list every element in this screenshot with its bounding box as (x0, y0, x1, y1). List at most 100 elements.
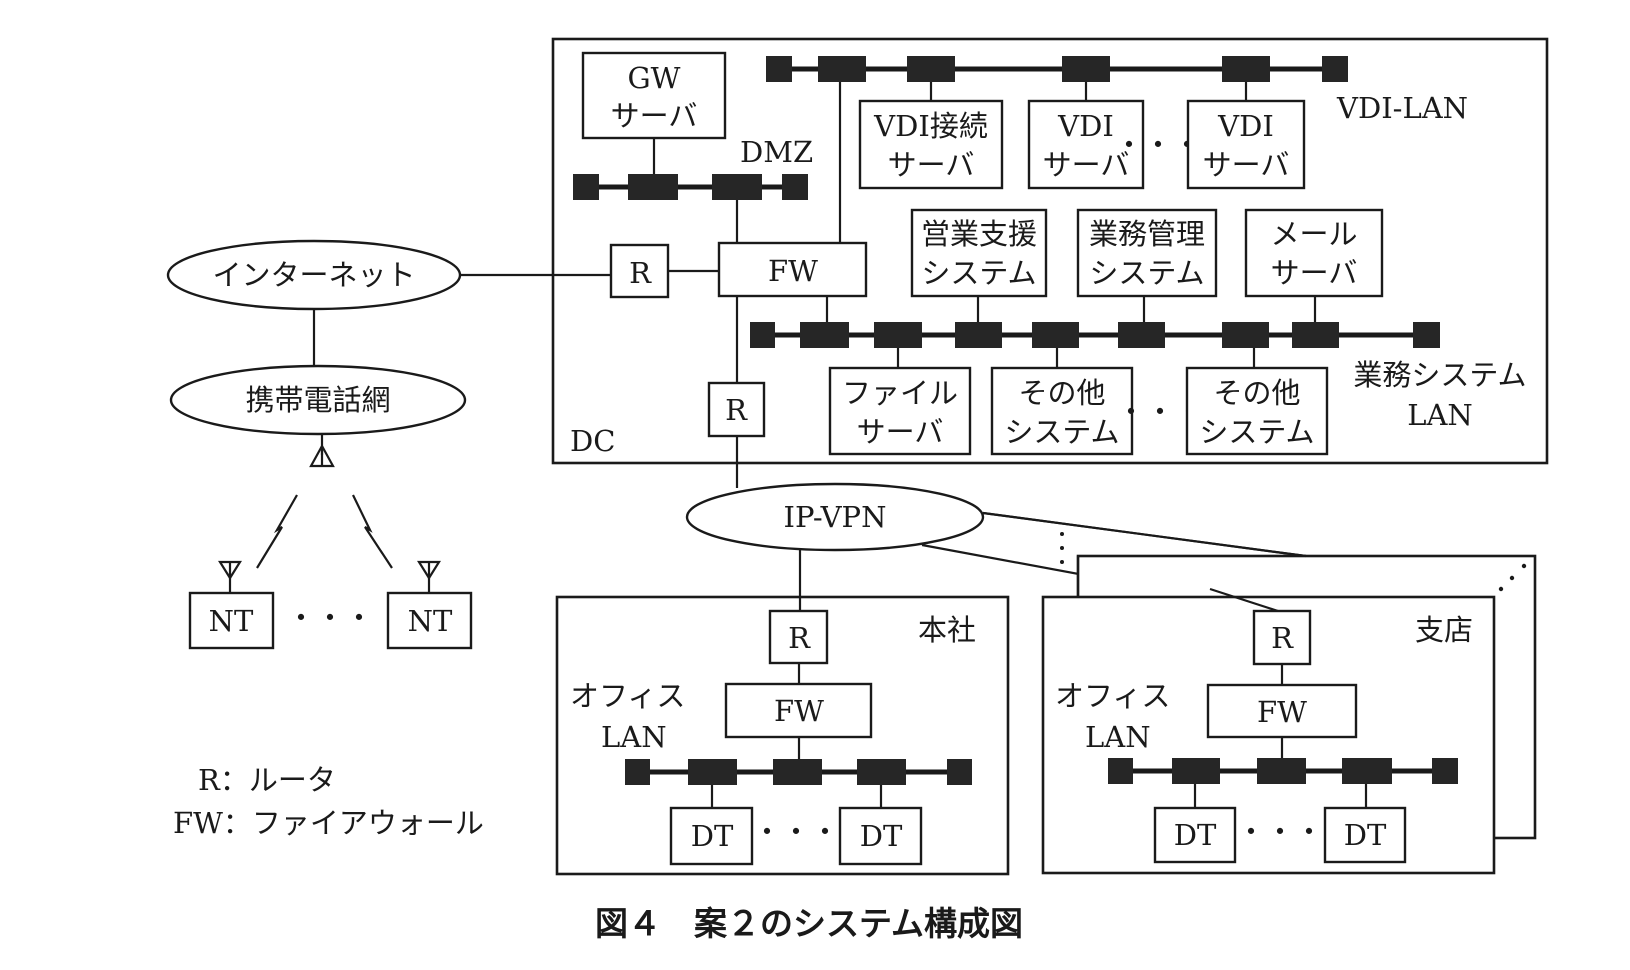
nt-1-label: NT (209, 604, 254, 638)
vdi-server-1-label-1: VDI (1057, 109, 1114, 143)
vdi-server-box (1027, 99, 1145, 190)
branch-label: 支店 (1415, 613, 1473, 647)
branch-port (1342, 758, 1392, 784)
hq-firewall-label: FW (774, 694, 824, 728)
nt-antenna-icon (218, 560, 242, 593)
mail-server-label-2: サーバ (1271, 256, 1358, 290)
more-branches-dot (1060, 560, 1064, 564)
branch-dt-box (1153, 806, 1237, 864)
figure-caption: 図４ 案２のシステム構成図 (595, 904, 1023, 943)
branch-dt-ellipsis: ・・・ (1236, 815, 1323, 849)
nt-antenna-icon (417, 560, 441, 593)
mail-server-label-1: メール (1270, 217, 1357, 251)
biz-terminator-right (1413, 322, 1440, 348)
dc-label: DC (570, 424, 615, 458)
dc-router-label: R (629, 256, 652, 290)
branch-office-lan-label-1: オフィス (1055, 679, 1170, 713)
vdi-server-2-label-2: サーバ (1203, 148, 1290, 182)
internet-cloud (166, 239, 462, 311)
dc-router-lower-box (707, 381, 766, 438)
hq-firewall-box (724, 682, 873, 739)
branch-firewall-label: FW (1257, 695, 1307, 729)
mobile-network-label: 携帯電話網 (245, 383, 390, 417)
mail-server-box (1244, 208, 1384, 298)
vdi-server-box (1186, 99, 1306, 190)
dc-firewall-box (717, 241, 868, 298)
hq-terminator-right (947, 759, 972, 785)
dc-firewall-label: FW (768, 254, 818, 288)
branch-terminator-right (1432, 758, 1458, 784)
branch-firewall-box (1206, 683, 1358, 739)
dmz-port (712, 174, 762, 200)
base-station-antenna-icon (309, 434, 335, 468)
vdi-connect-server-box (858, 99, 1004, 190)
vdi-terminator-right (1322, 56, 1348, 82)
dmz-label: DMZ (740, 135, 813, 169)
vdi-connect-server-label-2: サーバ (888, 148, 975, 182)
biz-lan-label-2: LAN (1407, 398, 1473, 432)
vdi-terminator-left (766, 56, 792, 82)
gw-server-box (581, 51, 727, 140)
hq-label: 本社 (918, 613, 976, 647)
file-server-box (828, 366, 972, 456)
other-system-2-label-2: システム (1199, 415, 1314, 449)
biz-port (1118, 322, 1165, 348)
hq-office-lan-label-2: LAN (601, 720, 667, 754)
branch-dt-box (1323, 806, 1407, 864)
biz-port (1292, 322, 1339, 348)
gw-server-label-2: サーバ (611, 99, 698, 133)
biz-mgmt-system-box (1076, 208, 1218, 298)
other-system-box (990, 366, 1134, 456)
branch-dt-1-label: DT (1174, 818, 1217, 852)
more-branches-dot (1509, 575, 1515, 581)
hq-router-label: R (788, 621, 811, 655)
hq-dt-2-label: DT (860, 819, 903, 853)
internet-label: インターネット (212, 258, 415, 292)
file-server-label-2: サーバ (857, 415, 944, 449)
hq-port (688, 759, 737, 785)
other-system-1-label-2: システム (1004, 415, 1119, 449)
dc-router-lower-label: R (725, 393, 748, 427)
gw-server-label-1: GW (628, 61, 681, 95)
vdi-server-1-label-2: サーバ (1043, 148, 1130, 182)
biz-port (1222, 322, 1269, 348)
nt-terminal-box (188, 591, 275, 650)
vdi-server-2-label-1: VDI (1217, 109, 1274, 143)
hq-dt-1-label: DT (691, 819, 734, 853)
ipvpn-branch-link-overlay (982, 511, 1307, 558)
ipvpn-cloud (685, 482, 985, 552)
biz-lan-label-1: 業務システム (1353, 358, 1526, 392)
biz-port (800, 322, 849, 348)
hq-dt-ellipsis: ・・・ (752, 815, 839, 849)
vdi-port (818, 56, 866, 82)
branch-port (1257, 758, 1306, 784)
branch-router-label: R (1271, 621, 1294, 655)
more-branches-dot (1060, 546, 1064, 550)
more-branches-dot (1060, 532, 1064, 536)
more-branches-dot (1521, 563, 1527, 569)
branch-office-lan-label-2: LAN (1085, 720, 1151, 754)
sales-system-box (910, 208, 1048, 298)
biz-terminator-left (750, 322, 775, 348)
legend-router: R：ルータ (198, 763, 336, 797)
sales-system-label-1: 営業支援 (921, 217, 1037, 251)
biz-mgmt-system-label-1: 業務管理 (1089, 217, 1205, 251)
hq-router-box (768, 609, 829, 665)
biz-port (874, 322, 922, 348)
biz-port (955, 322, 1002, 348)
vdi-port (907, 56, 955, 82)
dmz-terminator-left (573, 174, 599, 200)
branch-dt-2-label: DT (1344, 818, 1387, 852)
hq-port (857, 759, 906, 785)
other-system-box (1185, 366, 1329, 456)
dmz-terminator-right (782, 174, 808, 200)
vdi-port (1222, 56, 1270, 82)
hq-port (773, 759, 822, 785)
more-branches-dot (1498, 586, 1504, 592)
vdi-lan-label: VDI-LAN (1336, 91, 1468, 125)
hq-office-lan-label-1: オフィス (570, 679, 685, 713)
hq-dt-box (669, 806, 754, 866)
biz-mgmt-system-label-2: システム (1089, 256, 1204, 290)
other-system-2-label-1: その他 (1213, 376, 1300, 410)
